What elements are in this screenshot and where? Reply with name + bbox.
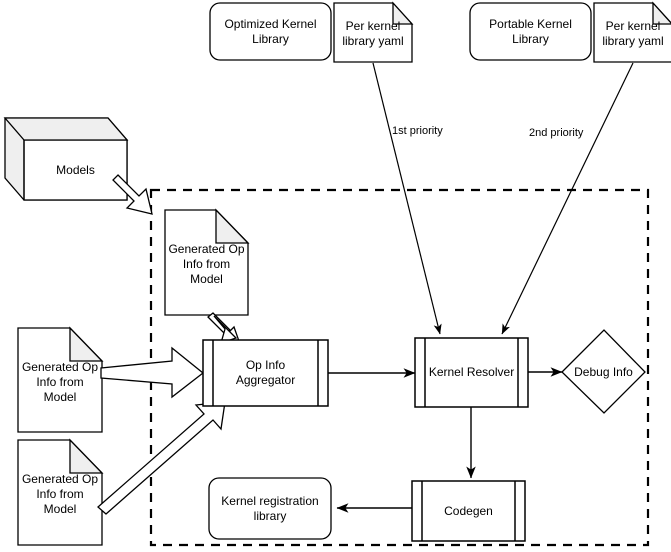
edge-label-1st-priority: 1st priority bbox=[392, 125, 443, 137]
edge-models-to-generated-op-info-top bbox=[112, 174, 153, 215]
edge-yaml-optimized-to-kernel-resolver bbox=[372, 62, 442, 335]
node-optimized-kernel-library-shape[interactable] bbox=[209, 2, 332, 61]
node-generated-op-info-from-model-bottom-shape[interactable] bbox=[17, 438, 104, 546]
edge-generated-op-info-middle-to-aggregator bbox=[100, 346, 205, 399]
node-kernel-registration-library-shape[interactable] bbox=[208, 477, 332, 540]
node-generated-op-info-from-model-top-shape[interactable] bbox=[164, 208, 250, 316]
node-per-kernel-library-yaml-optimized-shape[interactable] bbox=[333, 1, 414, 63]
node-debug-info-shape[interactable] bbox=[561, 329, 646, 414]
edge-generated-op-info-bottom-to-aggregator bbox=[97, 401, 226, 515]
edge-label-2nd-priority: 2nd priority bbox=[529, 127, 584, 139]
node-portable-kernel-library-shape[interactable] bbox=[469, 2, 592, 61]
node-per-kernel-library-yaml-portable-shape[interactable] bbox=[593, 1, 671, 63]
node-generated-op-info-from-model-middle-shape[interactable] bbox=[17, 326, 104, 433]
node-kernel-resolver-shape[interactable] bbox=[414, 337, 529, 408]
node-codegen-shape[interactable] bbox=[411, 480, 526, 542]
edge-yaml-portable-to-kernel-resolver bbox=[501, 62, 634, 335]
node-models-shape[interactable] bbox=[3, 117, 129, 201]
node-op-info-aggregator-shape[interactable] bbox=[202, 339, 329, 407]
